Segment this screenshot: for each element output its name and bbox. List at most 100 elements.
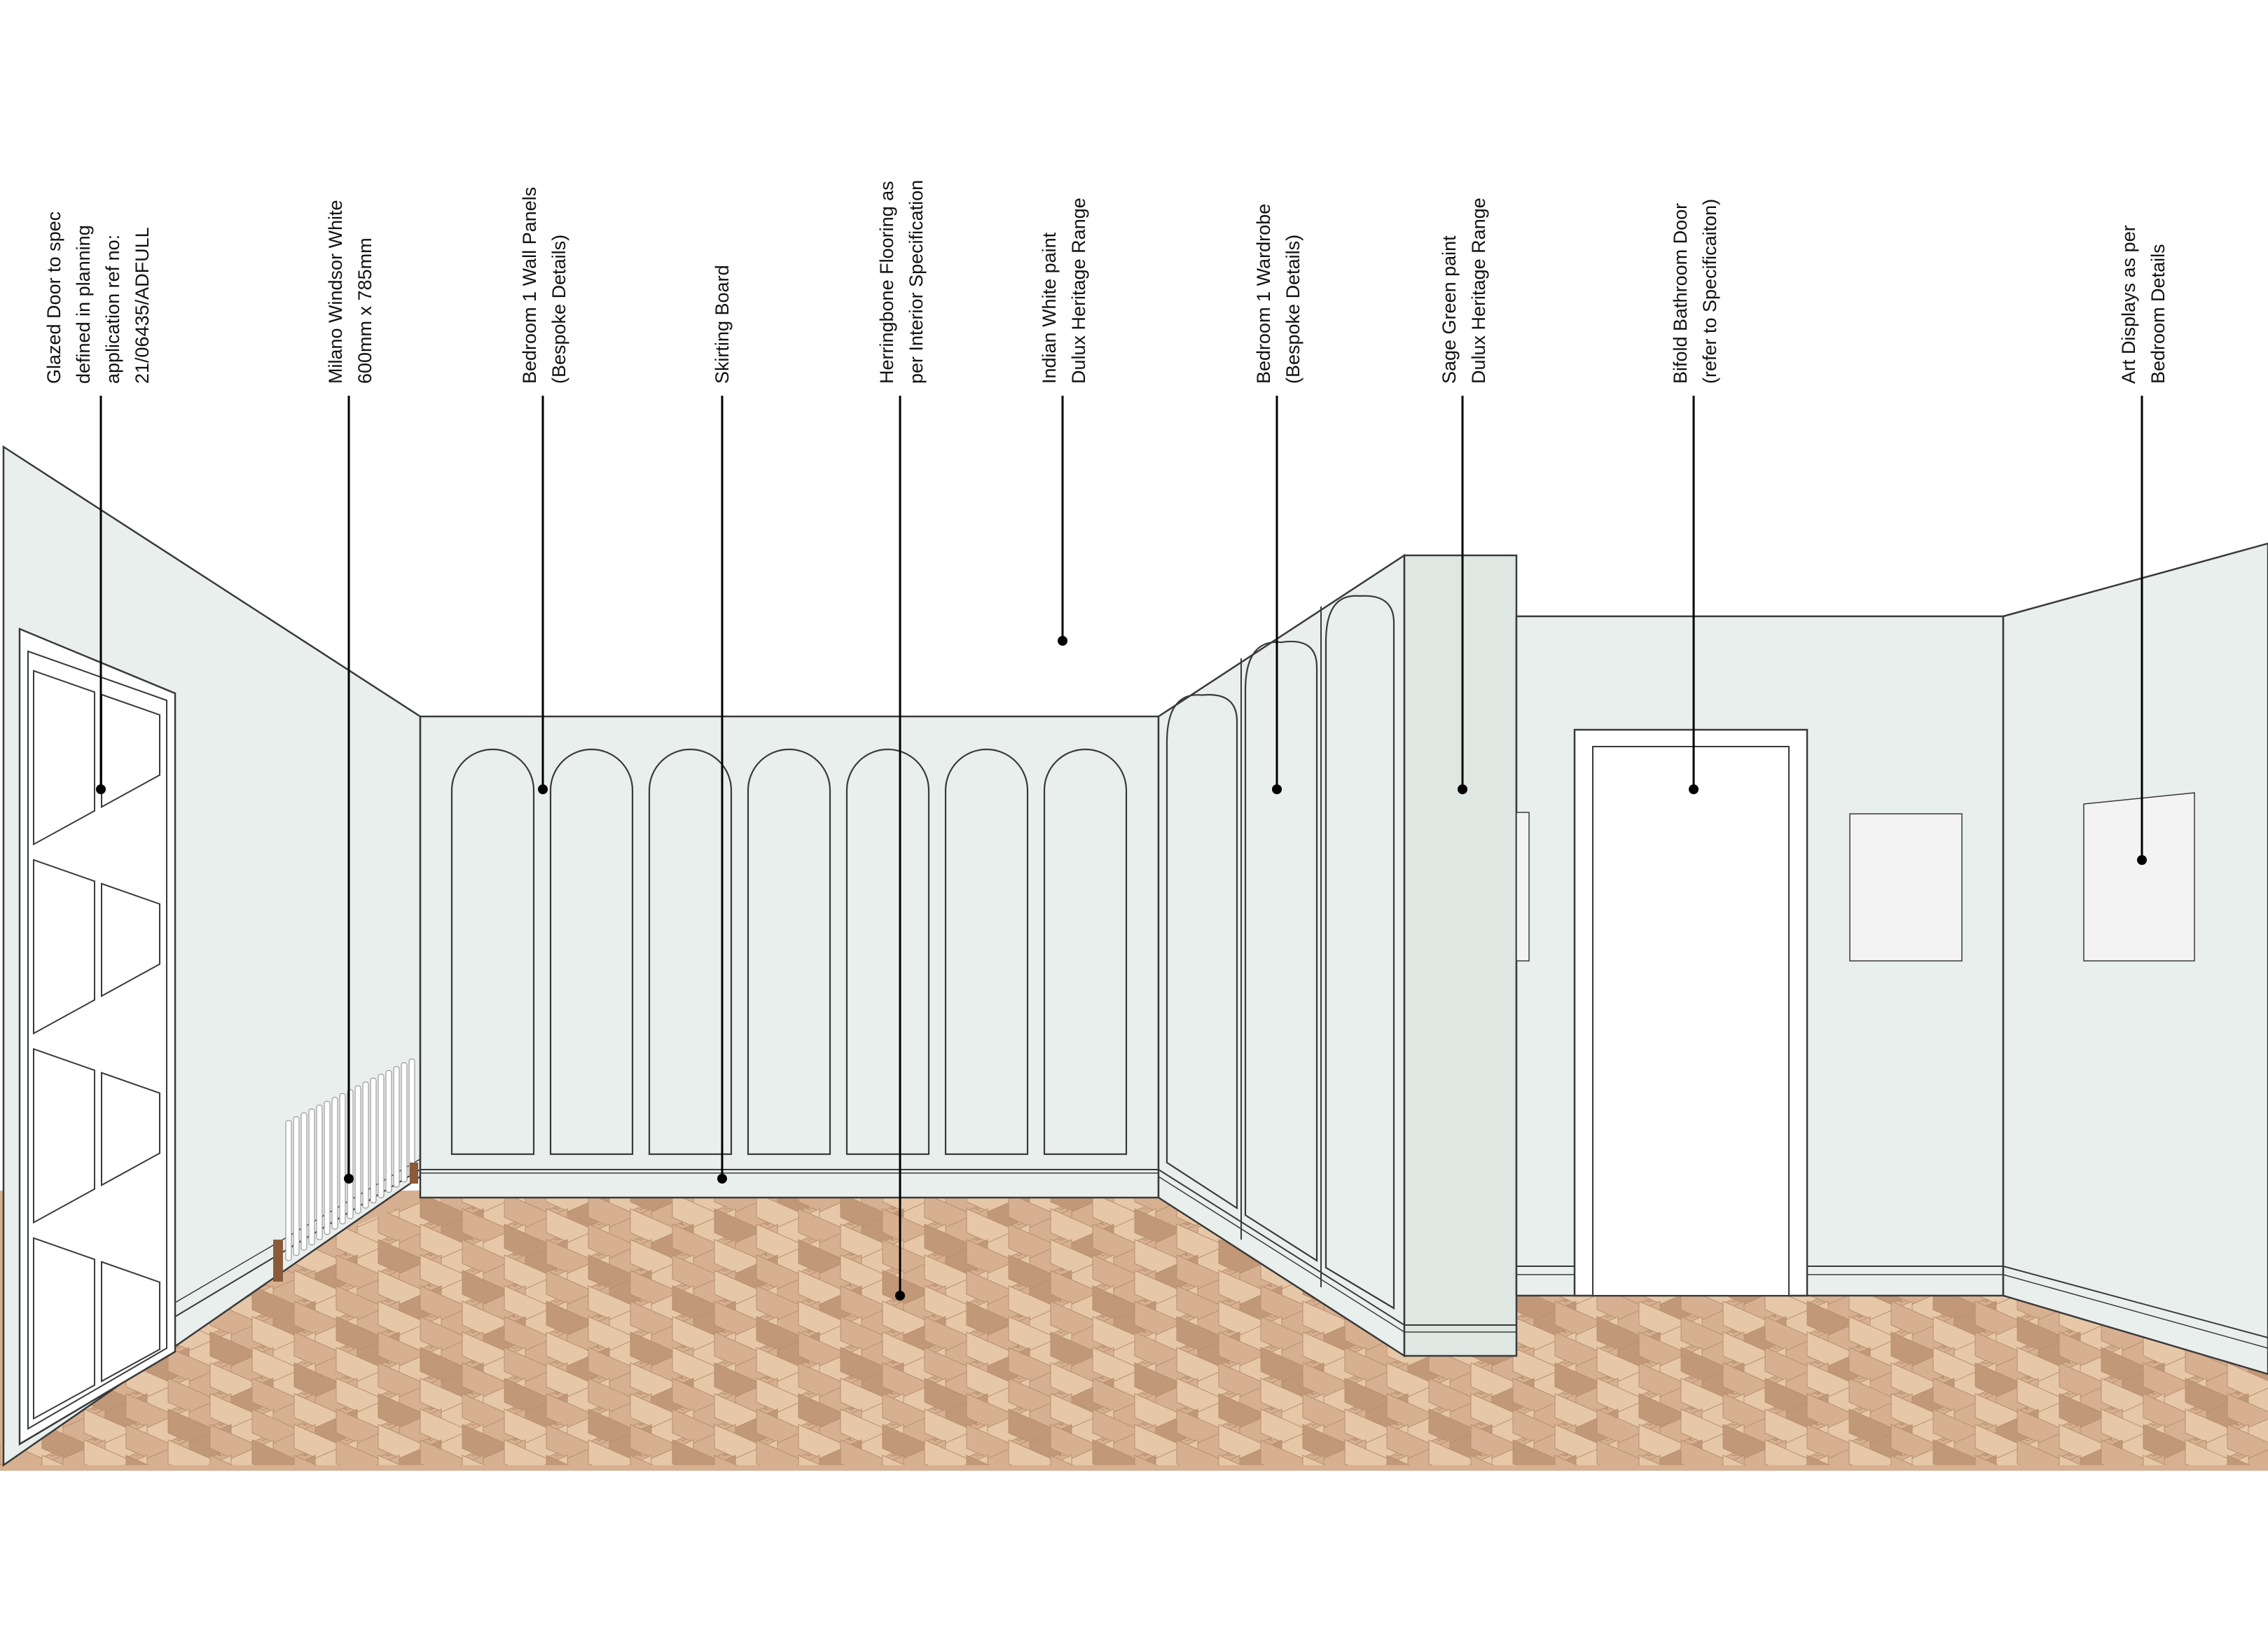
floor-plank: [84, 1471, 137, 1518]
floor-plank: [1145, 1471, 1198, 1518]
floor-plank: [263, 1486, 315, 1533]
label-line: Indian White paint: [1039, 232, 1060, 384]
floor-plank: [767, 1486, 820, 1533]
floor-plank: [137, 1471, 189, 1518]
label-line: Bedroom Details: [2148, 244, 2169, 384]
sage-green-wall: [1403, 554, 1518, 1357]
floor-plank: [42, 1486, 95, 1533]
floor-plank: [336, 1439, 389, 1465]
label-line: Bifold Bathroom Door: [1670, 202, 1691, 384]
label-line: Sage Green paint: [1439, 235, 1460, 384]
floor-plank: [1650, 1471, 1702, 1518]
radiator-column: [293, 1116, 300, 1256]
wardrobe-doors: [1166, 595, 1395, 1310]
label-line: (Bespoke Details): [1282, 234, 1304, 384]
floor-plank: [588, 1439, 642, 1465]
floor-plank: [1860, 1486, 1912, 1533]
floor-plank: [179, 1486, 231, 1533]
floor-plank: [1260, 1439, 1314, 1465]
floor-plank: [1607, 1486, 1660, 1533]
floor-plank: [2185, 1471, 2238, 1518]
floor-plank: [294, 1486, 347, 1533]
floor-plank: [1597, 1471, 1650, 1518]
floor-plank: [11, 1486, 63, 1533]
leader-dot: [538, 784, 548, 794]
floor-plank: [126, 1486, 179, 1533]
door-pane: [33, 859, 95, 1035]
floor-plank: [1986, 1471, 2038, 1518]
label-line: Skirting Board: [712, 265, 733, 384]
floor-plank: [53, 1471, 105, 1518]
leader-dot: [1458, 784, 1467, 794]
floor-plank: [221, 1471, 273, 1518]
floor-plank: [504, 1439, 558, 1465]
floor-plank: [83, 1439, 137, 1465]
label-line: defined in planning: [73, 225, 94, 384]
floor-plank: [883, 1486, 935, 1533]
glazed-door-panes: [33, 670, 160, 1420]
floor-plank: [0, 1471, 53, 1518]
floor-plank: [1692, 1486, 1744, 1533]
label-line: Bedroom 1 Wall Panels: [519, 186, 540, 384]
arched-panel: [1043, 748, 1128, 1156]
label-line: Bedroom 1 Wardrobe: [1253, 203, 1274, 384]
floor-plank: [557, 1471, 609, 1518]
floor-plank: [251, 1439, 305, 1465]
floor-plank: [725, 1471, 777, 1518]
floor-plank: [210, 1486, 263, 1533]
floor-plank: [2143, 1486, 2196, 1533]
floor-plank: [504, 1471, 557, 1518]
label-line: (Bespoke Details): [548, 234, 569, 384]
floor-plank: [641, 1471, 693, 1518]
floor-plank: [2101, 1471, 2154, 1518]
floor-plank: [1555, 1486, 1607, 1533]
floor-plank: [1177, 1471, 1229, 1518]
floor-plank: [1902, 1471, 1954, 1518]
label-line: per Interior Specification: [906, 179, 927, 384]
floor-plank: [462, 1486, 515, 1533]
floor-plank: [893, 1471, 946, 1518]
door-pane: [101, 1072, 160, 1186]
floor-plank: [630, 1486, 683, 1533]
floor-plank: [2154, 1471, 2206, 1518]
label-line: Dulux Heritage Range: [1068, 197, 1089, 384]
floor-plank: [1764, 1439, 1818, 1465]
arched-panel: [549, 748, 634, 1156]
leader-dot: [717, 1174, 727, 1184]
leader-dot: [895, 1291, 905, 1301]
floor-plank: [1523, 1486, 1576, 1533]
door-pane: [33, 1237, 95, 1420]
floor-plank: [1596, 1439, 1650, 1465]
wardrobe-door: [1166, 693, 1238, 1210]
wall-panels: [450, 748, 1128, 1156]
floor-plank: [1891, 1486, 1944, 1533]
floor-plank: [336, 1471, 389, 1518]
floor-plank: [672, 1471, 725, 1518]
floor-plank: [2070, 1471, 2122, 1518]
label-line: 21/06435/ADFULL: [132, 227, 153, 384]
floor-plank: [925, 1471, 977, 1518]
leader-lines: [96, 396, 2147, 1301]
door-pane: [33, 670, 95, 846]
floor-plank: [1512, 1439, 1566, 1465]
radiator-column: [308, 1108, 315, 1246]
floor-plank: [599, 1486, 651, 1533]
floor-plank: [2101, 1439, 2155, 1465]
floor-plank: [1261, 1471, 1313, 1518]
arched-panel: [648, 748, 733, 1156]
floor-plank: [1092, 1439, 1146, 1465]
floor-plank: [2238, 1471, 2268, 1518]
label-text: Indian White paint Dulux Heritage Range: [1035, 197, 1093, 384]
floor-plank: [1639, 1486, 1692, 1533]
radiator: [273, 1058, 418, 1282]
floor-plank: [1355, 1486, 1408, 1533]
floor-plank: [756, 1439, 810, 1465]
label-text: Bifold Bathroom Door(refer to Specificai…: [1666, 199, 1724, 384]
floor-plank: [672, 1439, 726, 1465]
door-pane: [101, 882, 160, 997]
floor-plank: [1680, 1439, 1734, 1465]
floor-plank: [841, 1471, 893, 1518]
floor-plank: [1008, 1439, 1062, 1465]
